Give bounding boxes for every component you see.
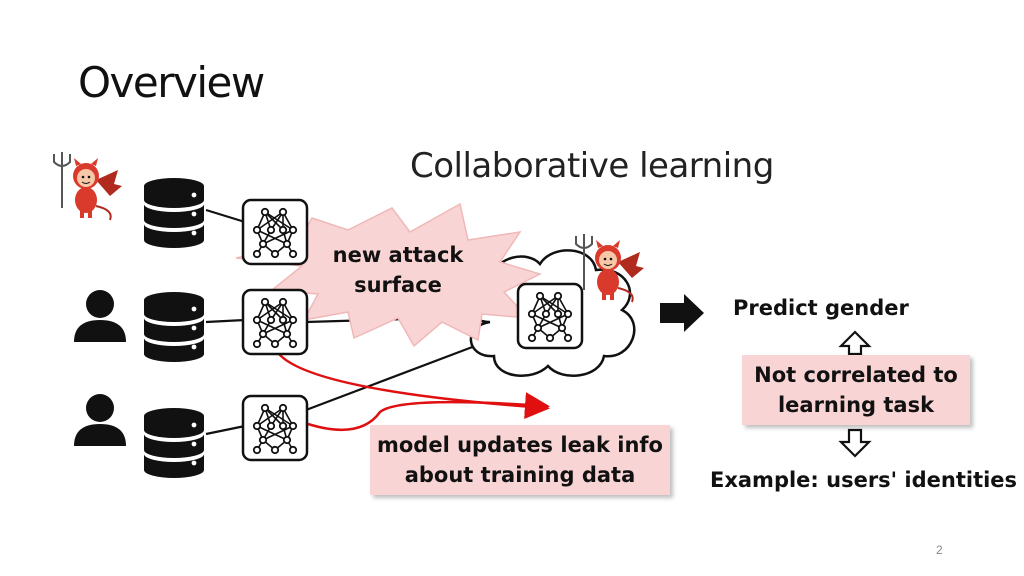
database-icon: [144, 292, 204, 362]
db-link-middle: [205, 318, 246, 324]
page-number: 2: [936, 543, 943, 557]
database-icon: [144, 408, 204, 478]
user-icon: [74, 290, 126, 342]
devil-icon: [53, 151, 123, 221]
not-correlated-box: Not correlated to learning task: [742, 355, 970, 425]
double-arrow-icon: [838, 428, 872, 458]
neural-network-icon: [241, 198, 309, 266]
neural-network-icon: [241, 394, 309, 462]
attack-surface-label-line1: new attack: [332, 243, 464, 267]
leak-info-line2: about training data: [404, 463, 636, 487]
db-link-top: [205, 208, 246, 224]
not-correlated-line1: Not correlated to: [754, 363, 958, 387]
double-arrow-icon: [838, 330, 872, 356]
arrow-right-icon: [660, 294, 704, 332]
diagram-subtitle: Collaborative learning: [410, 146, 774, 186]
neural-network-icon: [516, 282, 584, 350]
user-icon: [74, 394, 126, 446]
not-correlated-line2: learning task: [777, 393, 935, 417]
leak-info-line1: model updates leak info: [377, 433, 663, 457]
example-label: Example: users' identities: [710, 468, 1018, 492]
db-link-bottom: [205, 424, 246, 436]
attack-surface-label: new attack surface: [318, 240, 478, 300]
predict-gender-label: Predict gender: [733, 296, 909, 320]
database-icon: [144, 178, 204, 248]
leak-info-box: model updates leak info about training d…: [370, 425, 670, 495]
leak-arrow-bottom: [307, 392, 550, 432]
attack-surface-label-line2: surface: [354, 273, 442, 297]
page-title: Overview: [78, 58, 265, 107]
neural-network-icon: [241, 288, 309, 356]
leak-arrows: [274, 349, 550, 432]
